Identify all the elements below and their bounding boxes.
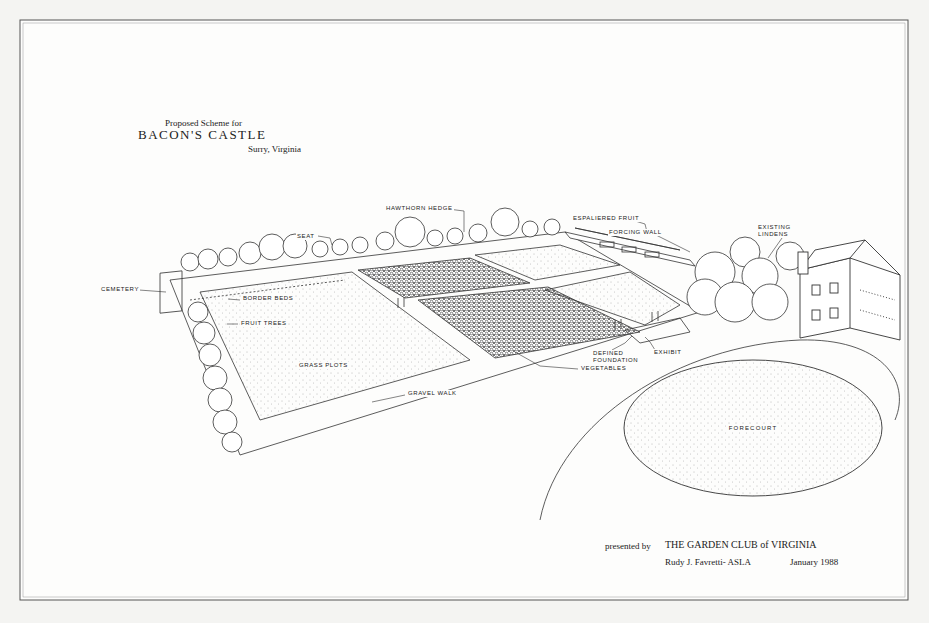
house-part (860, 310, 895, 320)
hedge-trees-part (332, 239, 348, 255)
leader-lines-part (448, 209, 464, 232)
house-part (800, 240, 865, 270)
house-part (798, 252, 808, 274)
hedge-trees-part (219, 248, 237, 266)
subtitle-text: Proposed Scheme for (165, 118, 242, 128)
house (798, 240, 900, 340)
part-name: SEAT (296, 233, 316, 240)
people-figures-part (404, 297, 405, 307)
forecourt-oval: FORECOURT (622, 358, 884, 498)
oval-outline-part (624, 360, 882, 496)
people-figures-part (398, 298, 399, 308)
hedge-trees-part (544, 219, 560, 235)
garden-plan-part (540, 340, 899, 520)
hedge-trees-part (469, 224, 487, 242)
house-part (830, 283, 838, 293)
border-trees-part (199, 344, 221, 366)
hedge-trees-part (181, 253, 199, 271)
people-figures (398, 297, 658, 330)
house-part (850, 258, 851, 328)
hedge-trees-part (198, 249, 218, 269)
part-name: VEGETABLES (580, 365, 627, 372)
leader-lines-part (515, 352, 578, 369)
credit-text: THE GARDEN CLUB of VIRGINIA (665, 539, 816, 551)
leader-lines-part (612, 336, 632, 350)
credit-text: January 1988 (790, 557, 838, 567)
part-name: CEMETERY (100, 286, 140, 293)
leader-lines-part (372, 395, 405, 402)
garden-plan-part (170, 232, 700, 455)
garden-plan-part (600, 242, 614, 247)
garden-plan-part (645, 252, 659, 257)
part-name: HAWTHORN HEDGE (385, 205, 454, 212)
hedge-trees-part (395, 217, 425, 247)
area-name: FORECOURT (727, 425, 780, 431)
garden-illustration-part (20, 20, 908, 600)
leader-lines-part (228, 299, 240, 300)
leader-lines-part (227, 324, 238, 325)
part-name: FRUIT TREES (240, 320, 288, 327)
border-trees-part (208, 388, 232, 412)
hedge-trees-part (522, 221, 538, 237)
hedge-trees-part (491, 208, 519, 236)
hedge-trees-part (312, 241, 328, 257)
border-trees-part (213, 410, 237, 434)
linden-trees-part (752, 284, 788, 320)
part-name: EXHIBIT (653, 349, 683, 356)
house-part (865, 240, 900, 275)
people-figures-part (615, 320, 616, 330)
house-part (860, 290, 895, 300)
people-figures-part (621, 319, 622, 329)
hedge-trees-part (427, 230, 443, 246)
garden-plan-part (475, 245, 620, 280)
house-part (800, 258, 900, 340)
credit-text: Rudy J. Favretti- ASLA (665, 557, 751, 567)
hedge-trees-part (239, 242, 261, 264)
part-name: ESPALIERED FRUIT (572, 215, 640, 222)
part-name: FORCING WALL (608, 229, 663, 236)
part-name: BORDER BEDS (242, 295, 294, 302)
border-trees-part (188, 302, 208, 322)
house-part (830, 308, 838, 318)
part-name: DEFINED FOUNDATION (592, 350, 638, 364)
garden-plan-part (622, 247, 636, 252)
leader-lines-part (318, 236, 332, 245)
hedge-trees (181, 208, 560, 271)
border-trees-part (222, 432, 242, 452)
border-trees-part (203, 366, 227, 390)
garden-plan-part (545, 272, 680, 325)
hedge-trees-part (259, 234, 285, 260)
drawing-title: BACON'S CASTLE (138, 128, 266, 143)
house-part (812, 285, 820, 295)
garden-plan (160, 228, 899, 520)
people-figures-part (658, 311, 659, 321)
part-name: GRASS PLOTS (298, 362, 349, 369)
hedge-trees-part (352, 237, 368, 253)
location-text: Surry, Virginia (248, 144, 301, 154)
linden-trees-part (715, 282, 755, 322)
linden-trees (687, 237, 804, 322)
garden-illustration-part (23, 23, 905, 597)
leader-lines-part (768, 238, 782, 258)
part-name: EXISTING LINDENS (757, 224, 799, 238)
part-name: GRAVEL WALK (407, 390, 458, 397)
people-figures-part (652, 312, 653, 322)
border-trees (188, 302, 242, 452)
hedge-trees-part (447, 228, 463, 244)
leader-lines-part (139, 290, 166, 292)
hedge-trees-part (376, 232, 394, 250)
border-trees-part (193, 322, 215, 344)
garden-plan-part (625, 318, 690, 343)
credit-text: presented by (605, 541, 651, 551)
house-part (812, 310, 820, 320)
